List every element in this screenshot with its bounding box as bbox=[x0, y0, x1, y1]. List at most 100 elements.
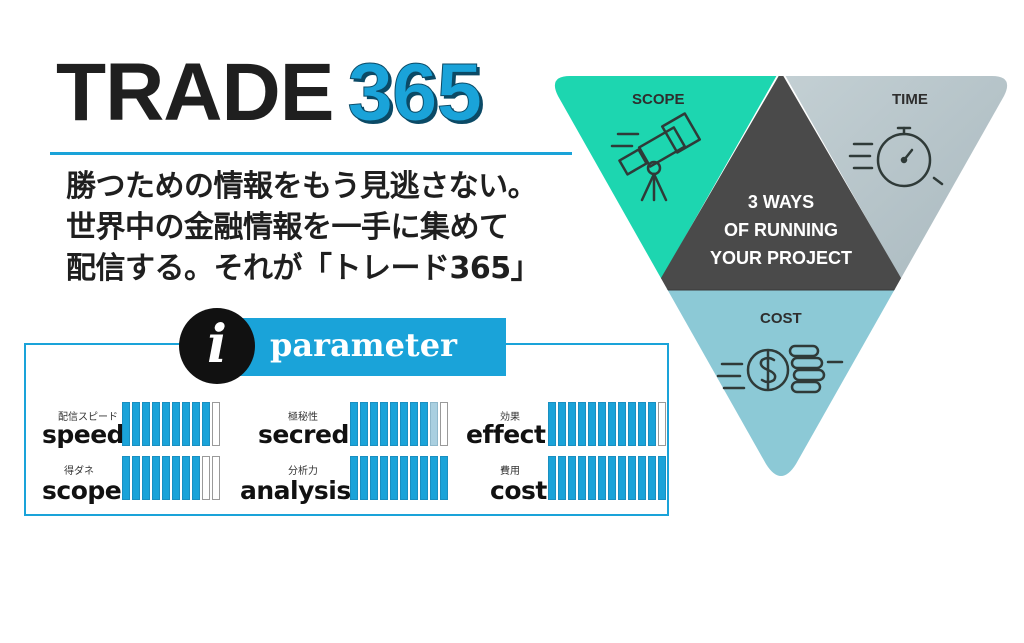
bar-segment-on bbox=[152, 456, 160, 500]
bar-segment-on bbox=[360, 456, 368, 500]
metric-bar bbox=[350, 402, 448, 446]
info-icon: i bbox=[179, 308, 255, 384]
bar-segment-on bbox=[598, 402, 606, 446]
metric-jp-label: 効果 bbox=[500, 412, 520, 423]
metric-jp-label: 分析力 bbox=[288, 466, 318, 477]
metric-jp-label: 配信スピード bbox=[58, 412, 118, 423]
bar-segment-on bbox=[658, 456, 666, 500]
info-icon-letter: i bbox=[207, 314, 227, 375]
bar-segment-on bbox=[182, 456, 190, 500]
bar-segment-on bbox=[548, 456, 556, 500]
bar-segment-on bbox=[390, 456, 398, 500]
cost-label: COST bbox=[760, 310, 802, 327]
metric-en-label: speed bbox=[42, 420, 125, 449]
center-line: 3 WAYS bbox=[747, 192, 815, 212]
bar-segment-off bbox=[202, 456, 210, 500]
metric-en-label: cost bbox=[490, 476, 547, 505]
bar-segment-on bbox=[370, 402, 378, 446]
bar-segment-on bbox=[618, 402, 626, 446]
bar-segment-on bbox=[410, 456, 418, 500]
metric-bar bbox=[122, 402, 220, 446]
center-segment bbox=[654, 76, 908, 290]
bar-segment-on bbox=[142, 456, 150, 500]
diagram-graphic bbox=[554, 76, 1008, 476]
bar-segment-on bbox=[420, 402, 428, 446]
bar-segment-on bbox=[390, 402, 398, 446]
bar-segment-on bbox=[618, 456, 626, 500]
title-number: 365 bbox=[347, 47, 483, 138]
bar-segment-on bbox=[162, 456, 170, 500]
bar-segment-on bbox=[162, 402, 170, 446]
bar-segment-on bbox=[420, 456, 428, 500]
bar-segment-on bbox=[142, 402, 150, 446]
bar-segment-half bbox=[430, 402, 438, 446]
diagram-center-text: 3 WAYS OF RUNNING YOUR PROJECT bbox=[686, 188, 876, 272]
bar-segment-on bbox=[608, 402, 616, 446]
bar-segment-on bbox=[360, 402, 368, 446]
parameter-banner: parameter bbox=[218, 318, 506, 376]
bar-segment-on bbox=[122, 456, 130, 500]
bar-segment-on bbox=[172, 402, 180, 446]
bar-segment-on bbox=[578, 402, 586, 446]
bar-segment-on bbox=[568, 456, 576, 500]
bar-segment-on bbox=[350, 456, 358, 500]
bar-segment-on bbox=[558, 402, 566, 446]
bar-segment-on bbox=[132, 402, 140, 446]
metric-jp-label: 得ダネ bbox=[64, 466, 94, 477]
bar-segment-on bbox=[648, 456, 656, 500]
metric-en-label: scope bbox=[42, 476, 122, 505]
bar-segment-on bbox=[558, 456, 566, 500]
metric-analysis: 分析力 analysis bbox=[240, 454, 456, 505]
tagline-line: 配信する。それが「トレード365」 bbox=[66, 251, 541, 286]
metric-jp-label: 費用 bbox=[500, 466, 520, 477]
bar-segment-on bbox=[380, 402, 388, 446]
bar-segment-on bbox=[202, 402, 210, 446]
metric-effect: 効果 effect bbox=[466, 400, 666, 449]
center-line: YOUR PROJECT bbox=[709, 248, 853, 268]
bar-segment-on bbox=[578, 456, 586, 500]
bar-segment-on bbox=[370, 456, 378, 500]
metric-en-label: secred bbox=[258, 420, 349, 449]
tagline-line: 世界中の金融情報を一手に集めて bbox=[66, 210, 509, 245]
bar-segment-off bbox=[658, 402, 666, 446]
telescope-icon bbox=[610, 112, 702, 202]
bar-segment-on bbox=[430, 456, 438, 500]
bar-segment-on bbox=[380, 456, 388, 500]
scope-label: SCOPE bbox=[632, 91, 685, 108]
tagline-line: 勝つための情報をもう見逃さない。 bbox=[66, 169, 538, 204]
bar-segment-off bbox=[212, 402, 220, 446]
bar-segment-on bbox=[192, 402, 200, 446]
bar-segment-on bbox=[638, 456, 646, 500]
metric-bar bbox=[350, 456, 448, 500]
metric-secred: 極秘性 secred bbox=[258, 400, 458, 449]
bar-segment-on bbox=[410, 402, 418, 446]
bar-segment-on bbox=[182, 402, 190, 446]
title-main: TRADE bbox=[56, 47, 334, 138]
bar-segment-on bbox=[568, 402, 576, 446]
metric-bar bbox=[548, 402, 666, 446]
dollar-coins-icon bbox=[716, 344, 844, 394]
time-label: TIME bbox=[892, 91, 928, 108]
bar-segment-on bbox=[132, 456, 140, 500]
title-divider bbox=[50, 152, 572, 155]
bar-segment-on bbox=[628, 456, 636, 500]
bar-segment-on bbox=[628, 402, 636, 446]
three-ways-diagram: SCOPE TIME COST 3 WAYS OF RUNNING YOUR P… bbox=[546, 68, 1016, 478]
metric-bar bbox=[122, 456, 220, 500]
bar-segment-off bbox=[212, 456, 220, 500]
metric-speed: 配信スピード speed bbox=[42, 400, 232, 449]
bar-segment-on bbox=[400, 456, 408, 500]
bar-segment-on bbox=[400, 402, 408, 446]
bar-segment-on bbox=[548, 402, 556, 446]
bar-segment-on bbox=[172, 456, 180, 500]
metric-en-label: effect bbox=[466, 420, 546, 449]
bar-segment-on bbox=[648, 402, 656, 446]
metric-bar bbox=[548, 456, 666, 500]
bar-segment-on bbox=[588, 402, 596, 446]
bar-segment-on bbox=[588, 456, 596, 500]
bar-segment-on bbox=[122, 402, 130, 446]
bar-segment-on bbox=[192, 456, 200, 500]
bar-segment-on bbox=[152, 402, 160, 446]
center-line: OF RUNNING bbox=[724, 220, 838, 240]
